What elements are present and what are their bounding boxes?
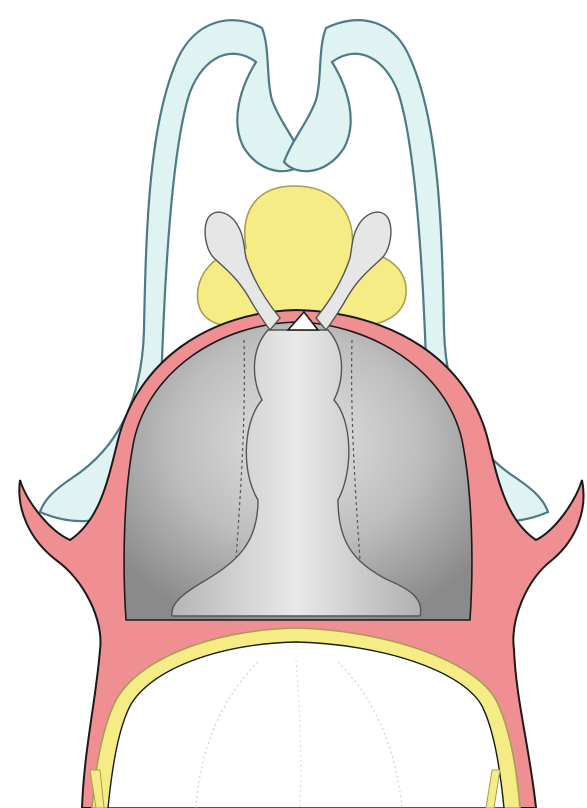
anatomical-diagram [0, 0, 587, 808]
diagram-canvas [0, 0, 587, 808]
